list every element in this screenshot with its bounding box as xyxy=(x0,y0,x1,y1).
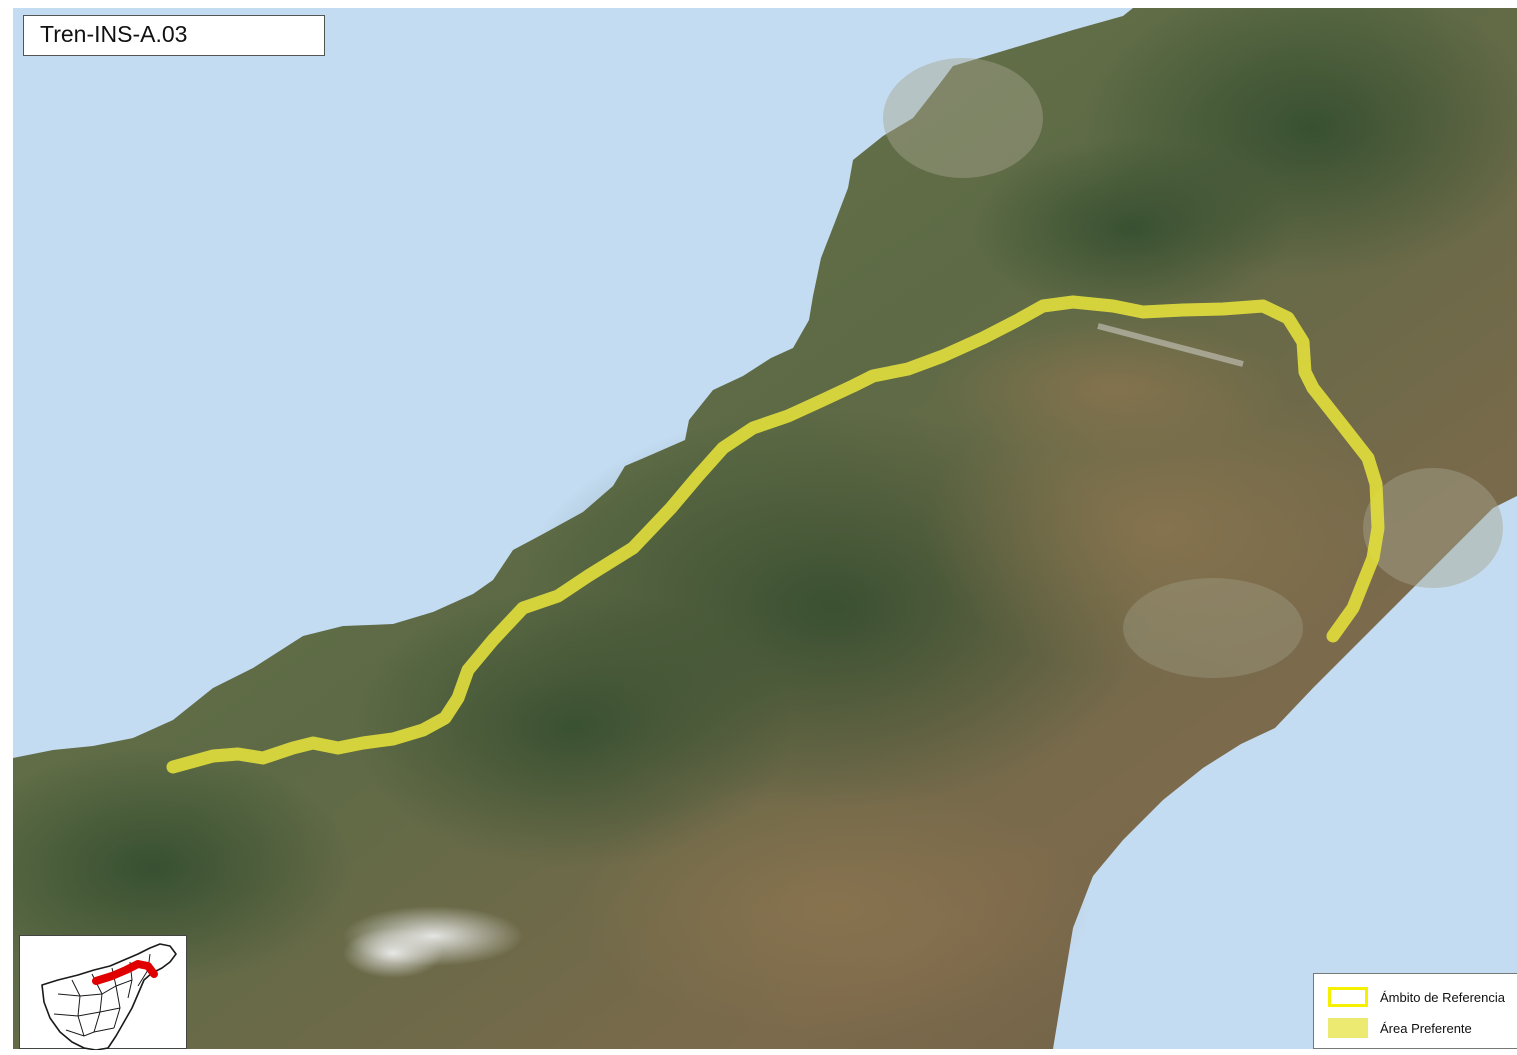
map-canvas[interactable] xyxy=(13,8,1517,1049)
urban-zone xyxy=(1363,468,1503,588)
legend-label: Área Preferente xyxy=(1380,1020,1472,1036)
legend-swatch-outline-icon xyxy=(1328,987,1368,1007)
tenerife-island-locator-icon xyxy=(41,943,177,1051)
legend-item-ambito: Ámbito de Referencia xyxy=(1328,987,1505,1007)
forest-zone xyxy=(973,138,1293,318)
urban-zone xyxy=(1123,578,1303,678)
legend-label: Ámbito de Referencia xyxy=(1380,989,1506,1005)
island-outline xyxy=(41,943,177,1051)
airport-runway xyxy=(1097,323,1244,367)
route-highlight xyxy=(92,960,158,985)
dry-zone xyxy=(923,378,1403,678)
map-frame[interactable] xyxy=(13,8,1517,1049)
urban-zone xyxy=(883,58,1043,178)
legend: Ámbito de Referencia Área Preferente xyxy=(1313,973,1517,1049)
rail-route-preferred-area[interactable] xyxy=(166,295,1385,774)
forest-zone xyxy=(13,748,353,988)
legend-item-area-preferente: Área Preferente xyxy=(1328,1018,1472,1038)
map-title-box: Tren-INS-A.03 xyxy=(23,15,325,56)
legend-swatch-fill-icon xyxy=(1328,1018,1368,1038)
dry-zone xyxy=(573,778,1093,1038)
map-title: Tren-INS-A.03 xyxy=(40,21,188,47)
cloud xyxy=(343,928,443,978)
locator-map xyxy=(19,935,187,1051)
forest-zone xyxy=(353,588,793,868)
